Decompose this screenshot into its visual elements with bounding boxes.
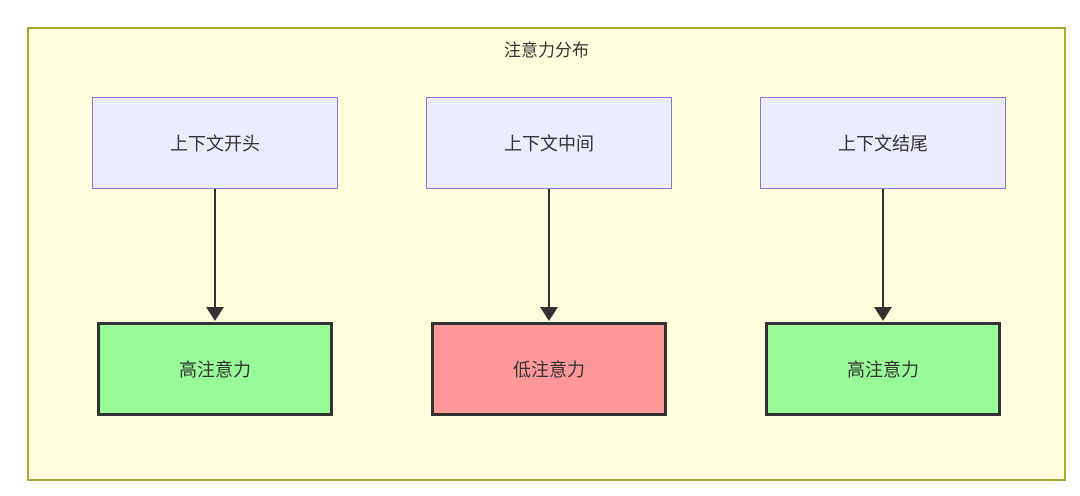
source-node-label: 上下文开头 bbox=[170, 134, 260, 154]
arrowhead-icon bbox=[540, 307, 558, 321]
diagram-frame: 注意力分布 上下文开头 高注意力 上下文中间 bbox=[27, 27, 1066, 481]
target-node-label: 高注意力 bbox=[847, 360, 919, 380]
diagram-column: 上下文中间 低注意力 bbox=[426, 97, 672, 416]
arrow-line bbox=[882, 189, 884, 308]
target-node: 高注意力 bbox=[765, 322, 1001, 416]
down-arrow bbox=[874, 189, 892, 322]
diagram-column: 上下文开头 高注意力 bbox=[92, 97, 338, 416]
diagram-column: 上下文结尾 高注意力 bbox=[760, 97, 1006, 416]
source-node: 上下文结尾 bbox=[760, 97, 1006, 189]
source-node-label: 上下文中间 bbox=[504, 134, 594, 154]
diagram-columns: 上下文开头 高注意力 上下文中间 低注意力 bbox=[29, 97, 1064, 416]
arrowhead-icon bbox=[206, 307, 224, 321]
arrow-line bbox=[548, 189, 550, 308]
target-node-label: 高注意力 bbox=[179, 360, 251, 380]
down-arrow bbox=[540, 189, 558, 322]
down-arrow bbox=[206, 189, 224, 322]
source-node: 上下文中间 bbox=[426, 97, 672, 189]
source-node: 上下文开头 bbox=[92, 97, 338, 189]
diagram-title: 注意力分布 bbox=[504, 41, 589, 60]
arrow-line bbox=[214, 189, 216, 308]
target-node: 低注意力 bbox=[431, 322, 667, 416]
source-node-label: 上下文结尾 bbox=[838, 134, 928, 154]
arrowhead-icon bbox=[874, 307, 892, 321]
target-node-label: 低注意力 bbox=[513, 360, 585, 380]
target-node: 高注意力 bbox=[97, 322, 333, 416]
